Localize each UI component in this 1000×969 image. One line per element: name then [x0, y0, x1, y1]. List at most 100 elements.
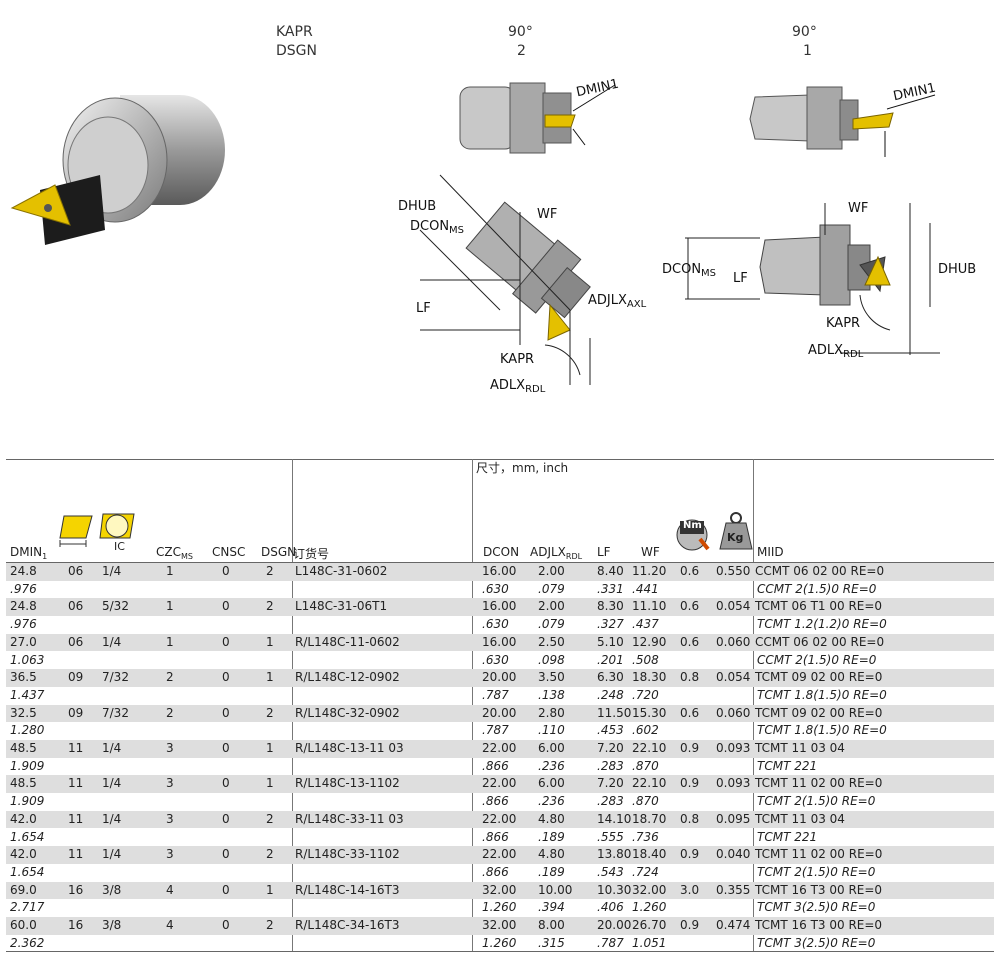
row-adjlx: 8.00 — [538, 918, 565, 932]
row-dmin-inch: .976 — [10, 617, 37, 632]
row-order-number: R/L148C-33-1102 — [295, 847, 400, 862]
kg-icon-label: Kg — [727, 531, 744, 544]
header-cnsc: CNSC — [212, 545, 246, 559]
row-wf-inch: 1.260 — [632, 900, 667, 915]
row-lf-inch: .406 — [597, 900, 624, 915]
row-adjlx: 2.50 — [538, 634, 565, 649]
design1-side-view-diagram — [685, 203, 940, 355]
row-weight: 0.054 — [716, 599, 751, 614]
row-dcon-inch: 1.260 — [482, 935, 517, 950]
row-dsgn: 1 — [266, 776, 274, 791]
row-miid: TCMT 16 T3 00 RE=0 — [755, 882, 883, 897]
row-adjlx-inch: .236 — [538, 758, 565, 773]
row-wf-inch: .437 — [632, 617, 659, 632]
header-dcon: DCON — [483, 545, 520, 559]
row-lf: 11.50 — [597, 705, 632, 720]
row-czcms: 1 — [166, 599, 174, 614]
row-dcon: 22.00 — [482, 776, 517, 791]
design2-side-view-diagram — [419, 174, 591, 385]
row-order-number: R/L148C-14-16T3 — [295, 882, 400, 897]
row-czcms: 1 — [166, 634, 174, 649]
row-lf-inch: .201 — [597, 652, 624, 667]
row-dcon-inch: .866 — [482, 758, 509, 773]
row-czcms: 2 — [166, 670, 174, 685]
row-weight: 0.040 — [716, 847, 751, 862]
row-ic-size: 5/32 — [102, 599, 129, 614]
row-wf-inch: .736 — [632, 829, 659, 844]
row-dcon: 22.00 — [482, 741, 517, 755]
row-dmin: 24.8 — [10, 564, 37, 578]
row-czcms: 3 — [166, 776, 174, 791]
wf-label-design1: WF — [848, 201, 869, 216]
row-adjlx-inch: .110 — [538, 723, 565, 738]
row-miid: TCMT 09 02 00 RE=0 — [755, 705, 883, 720]
row-torque: 0.9 — [680, 918, 700, 932]
row-torque: 0.6 — [680, 599, 700, 614]
row-lf: 7.20 — [597, 741, 624, 755]
row-miid: TCMT 16 T3 00 RE=0 — [755, 918, 883, 932]
row-lf: 6.30 — [597, 670, 624, 685]
row-miid-inch: TCMT 3(2.5)0 RE=0 — [757, 935, 876, 950]
row-dcon: 16.00 — [482, 564, 517, 578]
row-wf: 22.10 — [632, 741, 667, 755]
row-wf-inch: .441 — [632, 581, 659, 596]
row-torque: 0.8 — [680, 811, 700, 826]
row-lf-inch: .555 — [597, 829, 624, 844]
row-order-number: R/L148C-13-11 03 — [295, 741, 404, 755]
row-dmin-inch: 1.280 — [10, 723, 45, 738]
row-dcon: 20.00 — [482, 670, 517, 685]
row-miid-inch: TCMT 1.8(1.5)0 RE=0 — [757, 723, 887, 738]
row-cnsc: 0 — [222, 599, 230, 614]
row-shape-code: 06 — [68, 564, 84, 578]
row-torque: 0.6 — [680, 705, 700, 720]
row-wf: 18.70 — [632, 811, 667, 826]
row-lf-inch: .453 — [597, 723, 624, 738]
row-weight: 0.054 — [716, 670, 751, 685]
row-dmin-inch: 1.909 — [10, 758, 45, 773]
insert-shape-icon — [59, 515, 93, 547]
row-dsgn: 1 — [266, 741, 274, 755]
kapr-label-design2: KAPR — [500, 352, 535, 367]
kapr-header-label: KAPR — [276, 24, 313, 40]
row-ic-size: 1/4 — [102, 776, 122, 791]
row-ic-size: 1/4 — [102, 847, 122, 862]
row-shape-code: 09 — [68, 705, 84, 720]
row-torque: 0.6 — [680, 564, 700, 578]
header-wf: WF — [641, 545, 660, 559]
row-miid: CCMT 06 02 00 RE=0 — [755, 564, 885, 578]
row-shape-code: 11 — [68, 776, 84, 791]
design1-top-view-diagram — [749, 86, 936, 157]
row-dsgn: 2 — [266, 564, 274, 578]
row-dmin: 36.5 — [10, 670, 37, 685]
row-ic-size: 1/4 — [102, 811, 122, 826]
design2-top-view-diagram — [459, 82, 616, 154]
torque-wrench-icon — [676, 519, 710, 551]
row-order-number: L148C-31-06T1 — [295, 599, 388, 614]
row-wf-inch: .870 — [632, 794, 659, 809]
row-dcon: 16.00 — [482, 599, 517, 614]
row-miid-inch: TCMT 1.8(1.5)0 RE=0 — [757, 687, 887, 702]
row-adjlx-inch: .079 — [538, 617, 565, 632]
row-dmin: 42.0 — [10, 811, 37, 826]
row-adjlx: 10.00 — [538, 882, 573, 897]
row-ic-size: 3/8 — [102, 882, 122, 897]
header-adjlx-rdl: ADJLXRDL — [530, 545, 583, 561]
row-dsgn: 1 — [266, 670, 274, 685]
kapr-label-design1: KAPR — [826, 316, 861, 331]
row-miid: TCMT 11 03 04 — [755, 811, 845, 826]
row-dmin-inch: 1.654 — [10, 829, 45, 844]
row-dcon-inch: .630 — [482, 581, 509, 596]
lf-label-design1: LF — [733, 271, 748, 286]
adlx-rdl-label-design1: ADLXRDL — [808, 343, 864, 360]
row-wf: 26.70 — [632, 918, 667, 932]
